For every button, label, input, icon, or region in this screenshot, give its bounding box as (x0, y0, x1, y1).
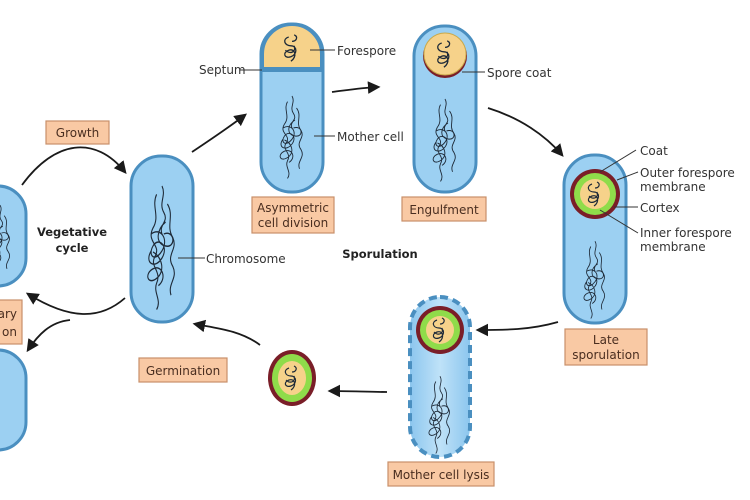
vegetative-cycle-label-2: cycle (56, 241, 89, 255)
mature-spore (268, 350, 316, 406)
sporulation-label: Sporulation (342, 247, 418, 261)
stage-box-lysis: Mother cell lysis (387, 461, 495, 487)
arrow-fission-up (25, 292, 126, 315)
stage-label-late-1: Late (593, 333, 619, 347)
label-inner-membrane-1: Inner forespore (640, 226, 732, 240)
label-chromosome: Chromosome (206, 252, 286, 266)
asymmetric-division-cell (259, 22, 325, 194)
stage-label-binary-fission-1: ary (0, 307, 17, 321)
arrow-germination (192, 319, 261, 346)
engulfment-cell (412, 24, 478, 194)
lysing-mother-cell (408, 295, 472, 459)
stage-label-germination: Germination (146, 364, 220, 378)
stage-box-asymmetric: Asymmetric cell division (251, 196, 335, 234)
vegetative-cell (129, 154, 195, 324)
arrow-to-spore (327, 384, 388, 398)
label-cortex: Cortex (640, 201, 680, 215)
stage-label-lysis: Mother cell lysis (393, 468, 490, 482)
label-septum: Septum (199, 63, 246, 77)
stage-label-binary-fission-2: on (2, 325, 17, 339)
stage-box-late-sporulation: Late sporulation (564, 328, 648, 366)
label-outer-membrane-1: Outer forespore (640, 166, 735, 180)
stage-box-growth: Growth (45, 120, 110, 145)
stage-box-binary-fission: ary on (0, 299, 23, 345)
stage-label-late-2: sporulation (572, 348, 639, 362)
stage-label-growth: Growth (56, 126, 99, 140)
vegetative-cycle-label-1: Vegetative (37, 225, 107, 239)
arrow-growth (21, 146, 127, 186)
arrow-to-lysis (475, 321, 559, 337)
arrow-to-late (487, 107, 564, 157)
vegetative-cell-partial-bottom (0, 348, 28, 452)
label-mother-cell: Mother cell (337, 130, 404, 144)
stage-box-germination: Germination (138, 357, 228, 383)
vegetative-cell-partial-top (0, 184, 28, 288)
stage-label-engulfment: Engulfment (409, 203, 479, 217)
stage-box-engulfment: Engulfment (401, 196, 487, 222)
label-forespore: Forespore (337, 44, 396, 58)
label-coat: Coat (640, 144, 668, 158)
label-inner-membrane-2: membrane (640, 240, 706, 254)
stage-label-asymmetric-1: Asymmetric (257, 201, 329, 215)
late-sporulation-cell (562, 153, 628, 325)
label-outer-membrane-2: membrane (640, 180, 706, 194)
arrow-to-asymmetric (191, 113, 248, 153)
label-spore-coat: Spore coat (487, 66, 552, 80)
arrow-to-engulfment (331, 81, 381, 94)
arrow-fission-down (26, 319, 71, 353)
stage-label-asymmetric-2: cell division (258, 216, 328, 230)
